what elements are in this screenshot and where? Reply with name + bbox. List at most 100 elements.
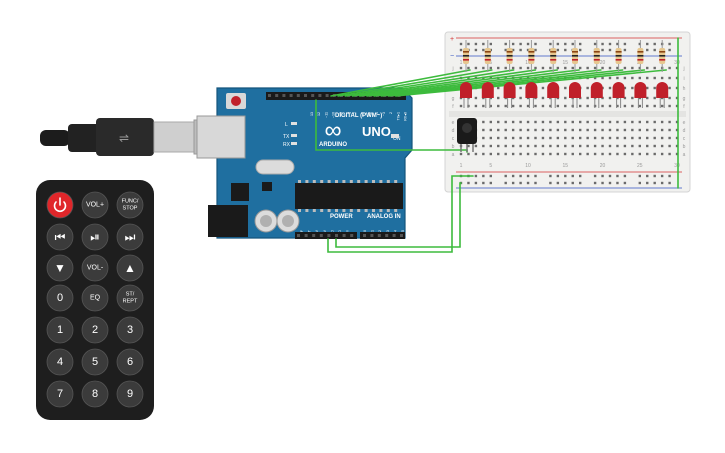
vol-up-button[interactable]: VOL+	[81, 191, 109, 219]
pin-label: ~10	[332, 112, 336, 118]
power-gnd-wire[interactable]	[335, 182, 462, 248]
prev-button[interactable]: ⏮	[46, 223, 74, 251]
analog-header[interactable]	[360, 232, 405, 239]
led[interactable]	[590, 82, 603, 108]
pin-label: ~9	[339, 112, 343, 116]
row-letter: j	[682, 66, 684, 72]
power-button[interactable]	[46, 191, 74, 219]
row-letter: b	[683, 144, 686, 150]
remote-button-label: ▲	[124, 261, 136, 275]
column-number: 20	[600, 60, 606, 66]
digit-3-button[interactable]: 3	[116, 316, 144, 344]
digit-6-button[interactable]: 6	[116, 348, 144, 376]
remote-button-label: VOL-	[87, 265, 104, 272]
led[interactable]	[503, 82, 516, 108]
vol-down-button[interactable]: VOL-	[81, 254, 109, 282]
remote-button-label: FUNC/	[122, 199, 139, 205]
remote-button-label: ⏭	[125, 230, 136, 244]
row-letter: e	[452, 120, 455, 126]
led[interactable]	[612, 82, 625, 108]
resistor[interactable]	[550, 40, 557, 72]
led[interactable]	[547, 82, 560, 108]
arduino-model-label: UNO	[362, 124, 391, 139]
resistor[interactable]	[593, 40, 600, 72]
led[interactable]	[656, 82, 669, 108]
resistor[interactable]	[659, 40, 666, 72]
resistor[interactable]	[484, 40, 491, 72]
led[interactable]	[460, 82, 472, 108]
column-number: 30	[674, 60, 680, 66]
digit-5-button[interactable]: 5	[81, 348, 109, 376]
remote-button-label: 3	[127, 324, 133, 336]
usb-cable[interactable]: ⇌	[40, 118, 221, 156]
arduino-logo-icon: ∞	[324, 117, 341, 144]
resistor[interactable]	[463, 40, 469, 72]
remote-button-label: 2	[92, 324, 98, 336]
digit-4-button[interactable]: 4	[46, 348, 74, 376]
led[interactable]	[634, 82, 647, 108]
remote-button-label: EQ	[90, 295, 101, 302]
led-signal-wire[interactable]	[380, 69, 624, 97]
column-number: 20	[600, 163, 606, 169]
pin-label: TX▸1	[396, 112, 400, 120]
led-array[interactable]	[460, 82, 669, 108]
led[interactable]	[569, 82, 581, 108]
breadboard[interactable]: + − 115510101515202025253030 jjiihhggffe…	[444, 31, 691, 193]
reset-button-cap[interactable]	[231, 96, 241, 106]
digit-7-button[interactable]: 7	[46, 380, 74, 408]
crystal	[255, 159, 295, 175]
resistor[interactable]	[572, 40, 578, 72]
resistor[interactable]	[615, 40, 622, 72]
column-number: 30	[674, 163, 680, 169]
eq-button[interactable]: EQ	[81, 284, 109, 312]
led-signal-wire[interactable]	[337, 69, 493, 97]
digital-label: DIGITAL (PWM~)	[335, 113, 382, 119]
resistor[interactable]	[528, 40, 535, 72]
led-signal-wire[interactable]	[387, 69, 646, 97]
led[interactable]	[525, 82, 538, 108]
pin-label: 12	[317, 112, 321, 116]
digit-8-button[interactable]: 8	[81, 380, 109, 408]
row-letter: a	[452, 152, 455, 158]
resistor[interactable]	[506, 40, 513, 72]
column-number: 15	[563, 60, 569, 66]
digit-2-button[interactable]: 2	[81, 316, 109, 344]
digital-header[interactable]	[266, 92, 406, 100]
pin-label: 5V	[323, 229, 327, 234]
column-number: 10	[525, 60, 531, 66]
led-signal-wire[interactable]	[344, 69, 515, 97]
play-pause-button[interactable]: ⏯	[81, 223, 109, 251]
ir-receiver[interactable]	[457, 118, 477, 152]
digit-1-button[interactable]: 1	[46, 316, 74, 344]
row-letter: f	[452, 104, 454, 110]
row-letter: i	[683, 76, 684, 82]
led-signal-wire[interactable]	[351, 69, 537, 97]
led-signal-wire[interactable]	[330, 69, 471, 97]
func-stop-button[interactable]: FUNC/STOP	[116, 191, 144, 219]
arduino-brand-label: ARDUINO	[319, 142, 347, 148]
remote-button-label: 0	[57, 292, 63, 304]
resistor[interactable]	[637, 40, 644, 72]
digit-0-button[interactable]: 0	[46, 284, 74, 312]
next-button[interactable]: ⏭	[116, 223, 144, 251]
pin-label: 7	[353, 112, 357, 114]
rail-plus-label: +	[450, 36, 454, 43]
row-letter: h	[683, 86, 686, 92]
power-header[interactable]	[295, 232, 357, 239]
power-5v-wire[interactable]	[327, 175, 474, 253]
st-rept-button[interactable]: ST/REPT	[116, 284, 144, 312]
led-signal-wire[interactable]	[359, 69, 558, 97]
resistor-array[interactable]	[463, 40, 666, 72]
remote-button-label: 6	[127, 356, 133, 368]
down-button[interactable]: ▼	[46, 254, 74, 282]
row-letter: f	[683, 104, 685, 110]
row-letter: b	[452, 144, 455, 150]
led[interactable]	[481, 82, 494, 108]
column-number: 10	[525, 163, 531, 169]
up-button[interactable]: ▲	[116, 254, 144, 282]
led-signal-wire[interactable]	[366, 69, 580, 97]
rail-minus-label: −	[450, 53, 454, 60]
digit-9-button[interactable]: 9	[116, 380, 144, 408]
